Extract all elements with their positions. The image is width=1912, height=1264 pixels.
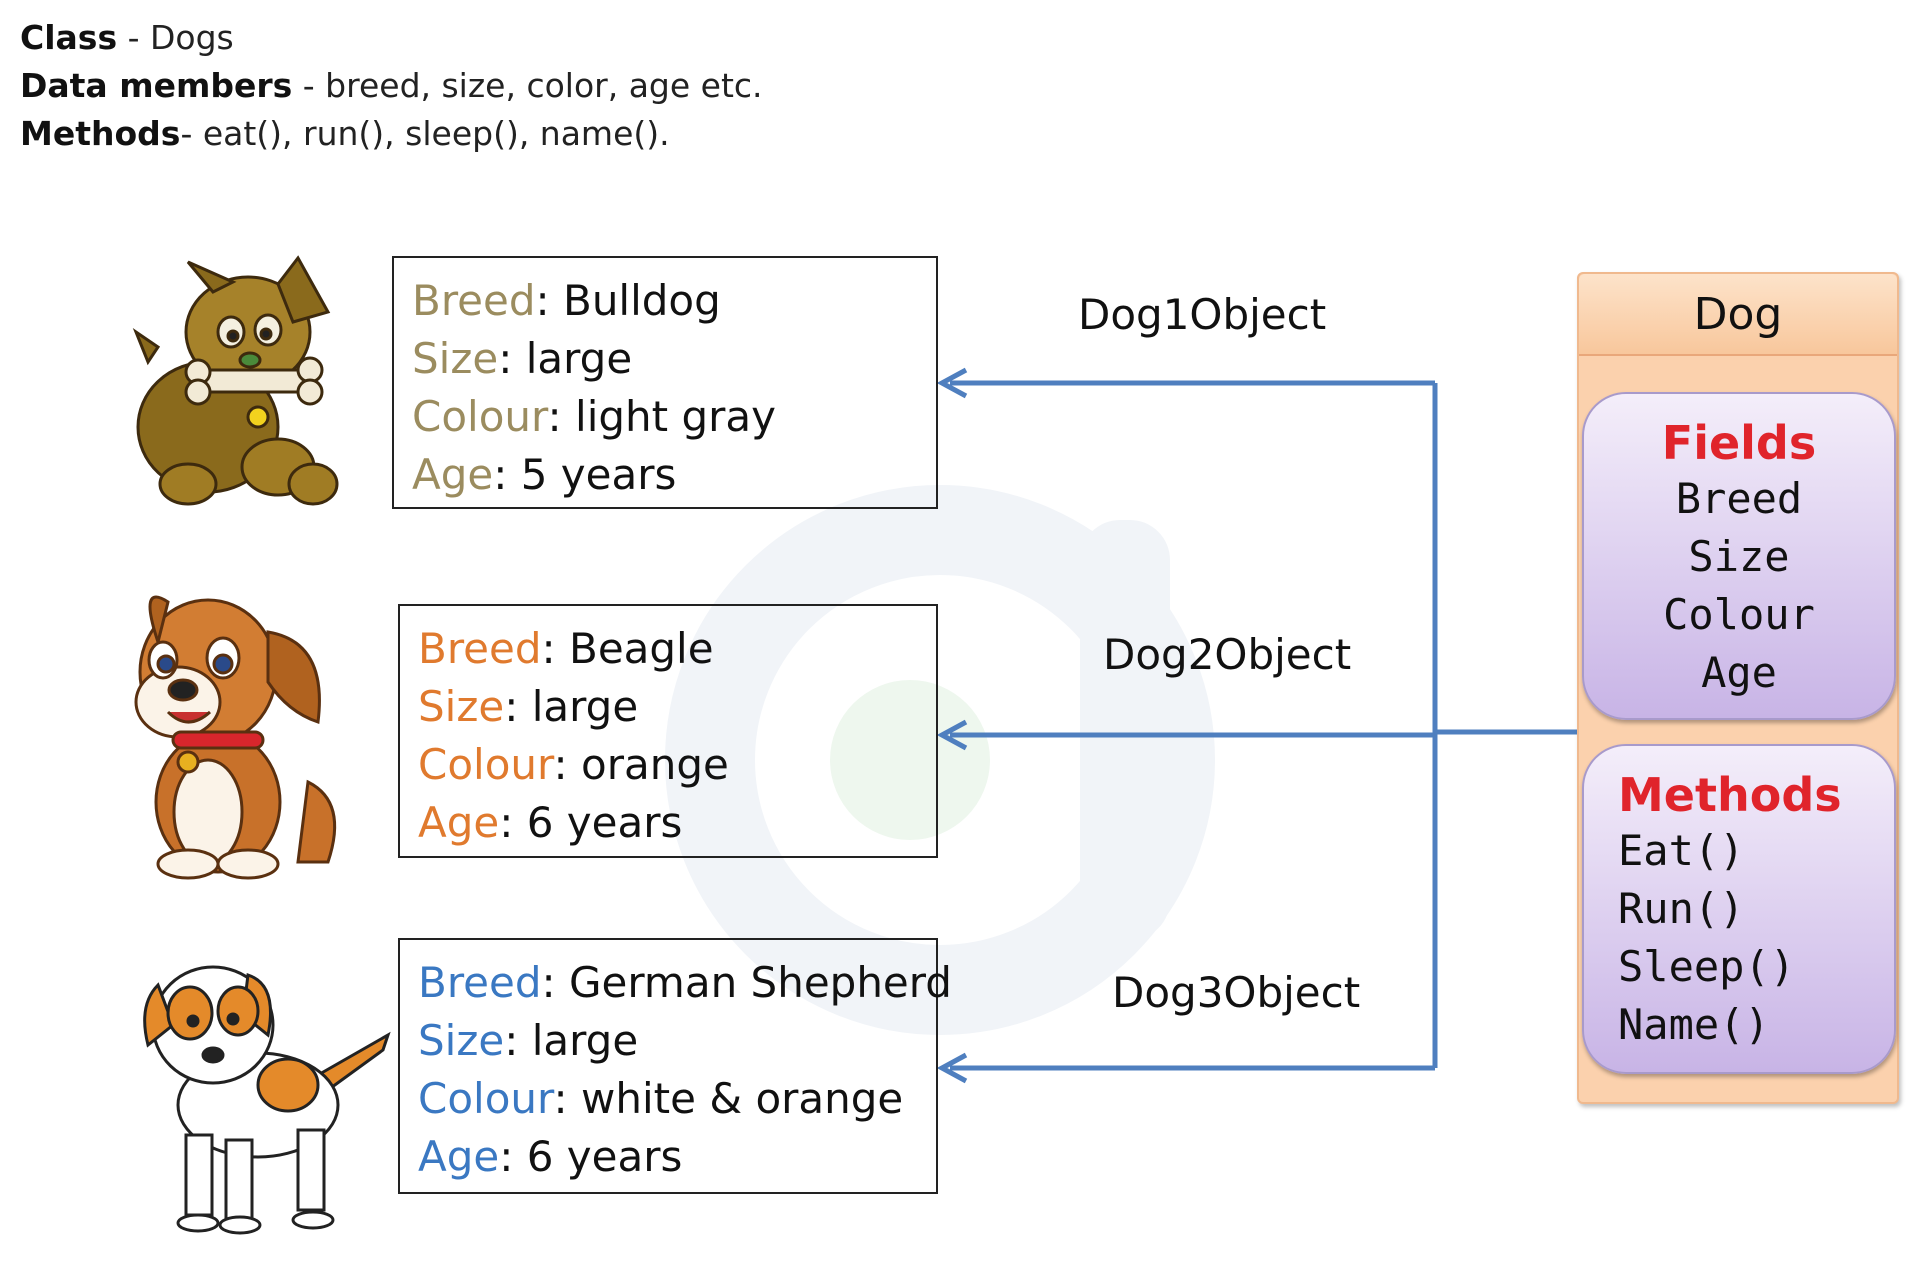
dog1-object-box: Breed: Bulldog Size: large Colour: light… [392, 256, 938, 509]
dog3-object-label: Dog3Object [1112, 968, 1361, 1017]
dog3-colour-value: : white & orange [553, 1074, 904, 1123]
dog1-colour-row: Colour: light gray [412, 388, 918, 446]
dog3-age-key: Age [418, 1132, 500, 1181]
dog3-age-value: : 6 years [499, 1132, 683, 1181]
methods-panel: Methods Eat() Run() Sleep() Name() [1582, 744, 1896, 1074]
dog2-colour-key: Colour [418, 740, 554, 789]
dog2-breed-row: Breed: Beagle [418, 620, 918, 678]
method-name: Name() [1618, 1000, 1770, 1049]
dog3-size-key: Size [418, 1016, 505, 1065]
bulldog-illustration [132, 255, 339, 506]
dog2-size-value: : large [504, 682, 639, 731]
data-members-value: - breed, size, color, age etc. [292, 66, 763, 105]
method-sleep: Sleep() [1618, 942, 1796, 991]
dog1-colour-value: : light gray [547, 392, 777, 441]
methods-line: Methods- eat(), run(), sleep(), name(). [20, 110, 763, 158]
class-title: Dog [1579, 274, 1897, 356]
dog1-size-row: Size: large [412, 330, 918, 388]
dog2-colour-row: Colour: orange [418, 736, 918, 794]
methods-label: Methods [20, 114, 181, 153]
terrier-illustration [143, 965, 391, 1235]
data-members-line: Data members - breed, size, color, age e… [20, 62, 763, 110]
field-breed: Breed [1675, 474, 1803, 523]
arrowhead-dog3 [936, 1052, 968, 1084]
fields-heading: Fields [1661, 416, 1817, 470]
methods-value: - eat(), run(), sleep(), name(). [180, 114, 670, 153]
arrowhead-dog2 [936, 719, 968, 751]
header: Class - Dogs Data members - breed, size,… [20, 14, 763, 158]
method-eat: Eat() [1618, 826, 1745, 875]
field-colour: Colour [1663, 590, 1815, 639]
dog3-breed-row: Breed: German Shepherd [418, 954, 952, 1012]
dog2-object-label: Dog2Object [1103, 630, 1352, 679]
field-size: Size [1688, 532, 1790, 581]
dog3-breed-value: : German Shepherd [541, 958, 952, 1007]
beagle-illustration [134, 595, 337, 880]
dog1-age-value: : 5 years [493, 450, 677, 499]
dog2-breed-value: : Beagle [541, 624, 714, 673]
dog1-size-value: : large [498, 334, 633, 383]
dog1-colour-key: Colour [412, 392, 548, 441]
dog1-size-key: Size [412, 334, 499, 383]
dog2-age-key: Age [418, 798, 500, 847]
dog2-size-key: Size [418, 682, 505, 731]
class-line: Class - Dogs [20, 14, 763, 62]
methods-heading: Methods [1618, 768, 1842, 822]
field-age: Age [1701, 648, 1777, 697]
dog2-object-box: Breed: Beagle Size: large Colour: orange… [398, 604, 938, 858]
dog3-size-value: : large [504, 1016, 639, 1065]
dog3-breed-key: Breed [418, 958, 542, 1007]
dog1-breed-value: : Bulldog [535, 276, 721, 325]
method-run: Run() [1618, 884, 1745, 933]
dog3-object-box: Breed: German Shepherd Size: large Colou… [398, 938, 952, 1194]
dog1-breed-key: Breed [412, 276, 536, 325]
dog3-colour-key: Colour [418, 1074, 554, 1123]
data-members-label: Data members [20, 66, 293, 105]
dog3-size-row: Size: large [418, 1012, 918, 1070]
fields-panel: Fields Breed Size Colour Age [1582, 392, 1896, 720]
class-label: Class [20, 18, 118, 57]
dog1-age-row: Age: 5 years [412, 446, 918, 504]
class-value: - Dogs [117, 18, 234, 57]
dog2-size-row: Size: large [418, 678, 918, 736]
dog1-breed-row: Breed: Bulldog [412, 272, 918, 330]
dog1-age-key: Age [412, 450, 494, 499]
arrowhead-dog1 [936, 367, 968, 399]
dog3-colour-row: Colour: white & orange [418, 1070, 918, 1128]
dog2-colour-value: : orange [553, 740, 729, 789]
dog-class-card: Dog Fields Breed Size Colour Age Methods… [1577, 272, 1899, 1104]
dog1-object-label: Dog1Object [1078, 290, 1327, 339]
dog3-age-row: Age: 6 years [418, 1128, 918, 1186]
dog2-breed-key: Breed [418, 624, 542, 673]
dog2-age-value: : 6 years [499, 798, 683, 847]
dog2-age-row: Age: 6 years [418, 794, 918, 852]
